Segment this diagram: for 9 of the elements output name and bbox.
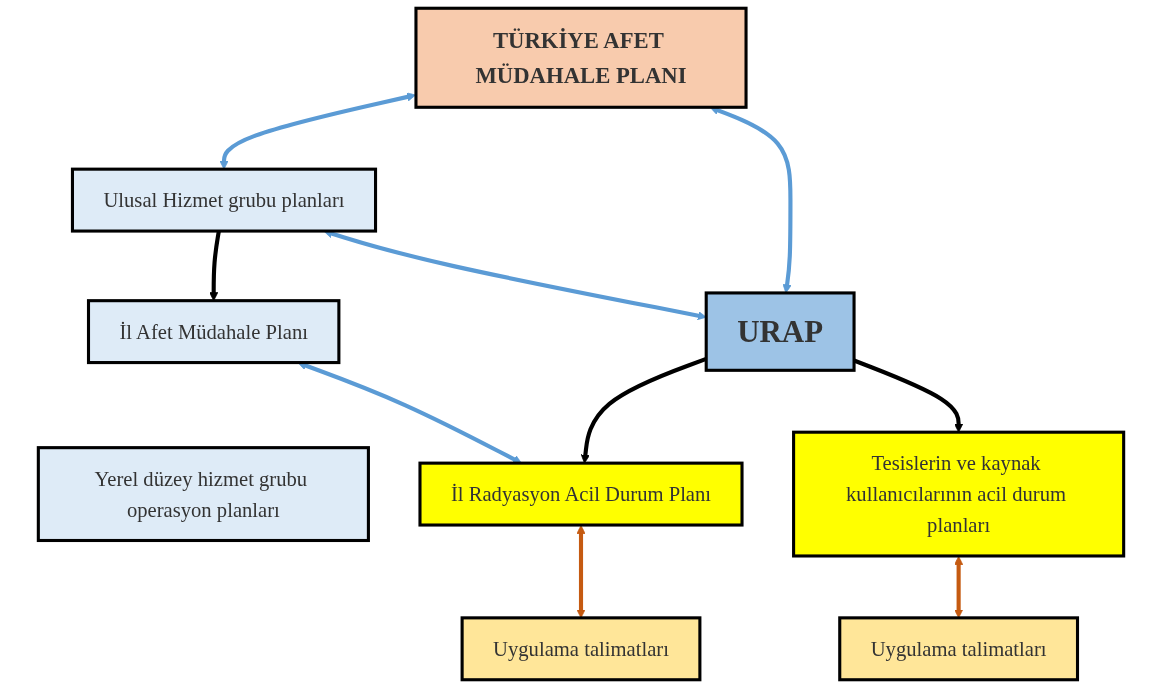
- node-box: Yerel düzey hizmet grubu operasyon planları: [36, 446, 370, 543]
- node-box: TÜRKİYE AFET MÜDAHALE PLANI: [414, 6, 748, 109]
- node-box: Uygulama talimatları: [838, 616, 1080, 682]
- node-box: Ulusal Hizmet grubu planları: [70, 167, 378, 233]
- node-box: Tesislerin ve kaynak kullanıcılarının acil durum planları: [792, 430, 1126, 558]
- node-box: URAP: [704, 291, 856, 372]
- node-box: İl Radyasyon Acil Durum Planı: [418, 461, 744, 527]
- node-box: Uygulama talimatları: [460, 616, 702, 682]
- node-box: İl Afet Müdahale Planı: [86, 299, 341, 365]
